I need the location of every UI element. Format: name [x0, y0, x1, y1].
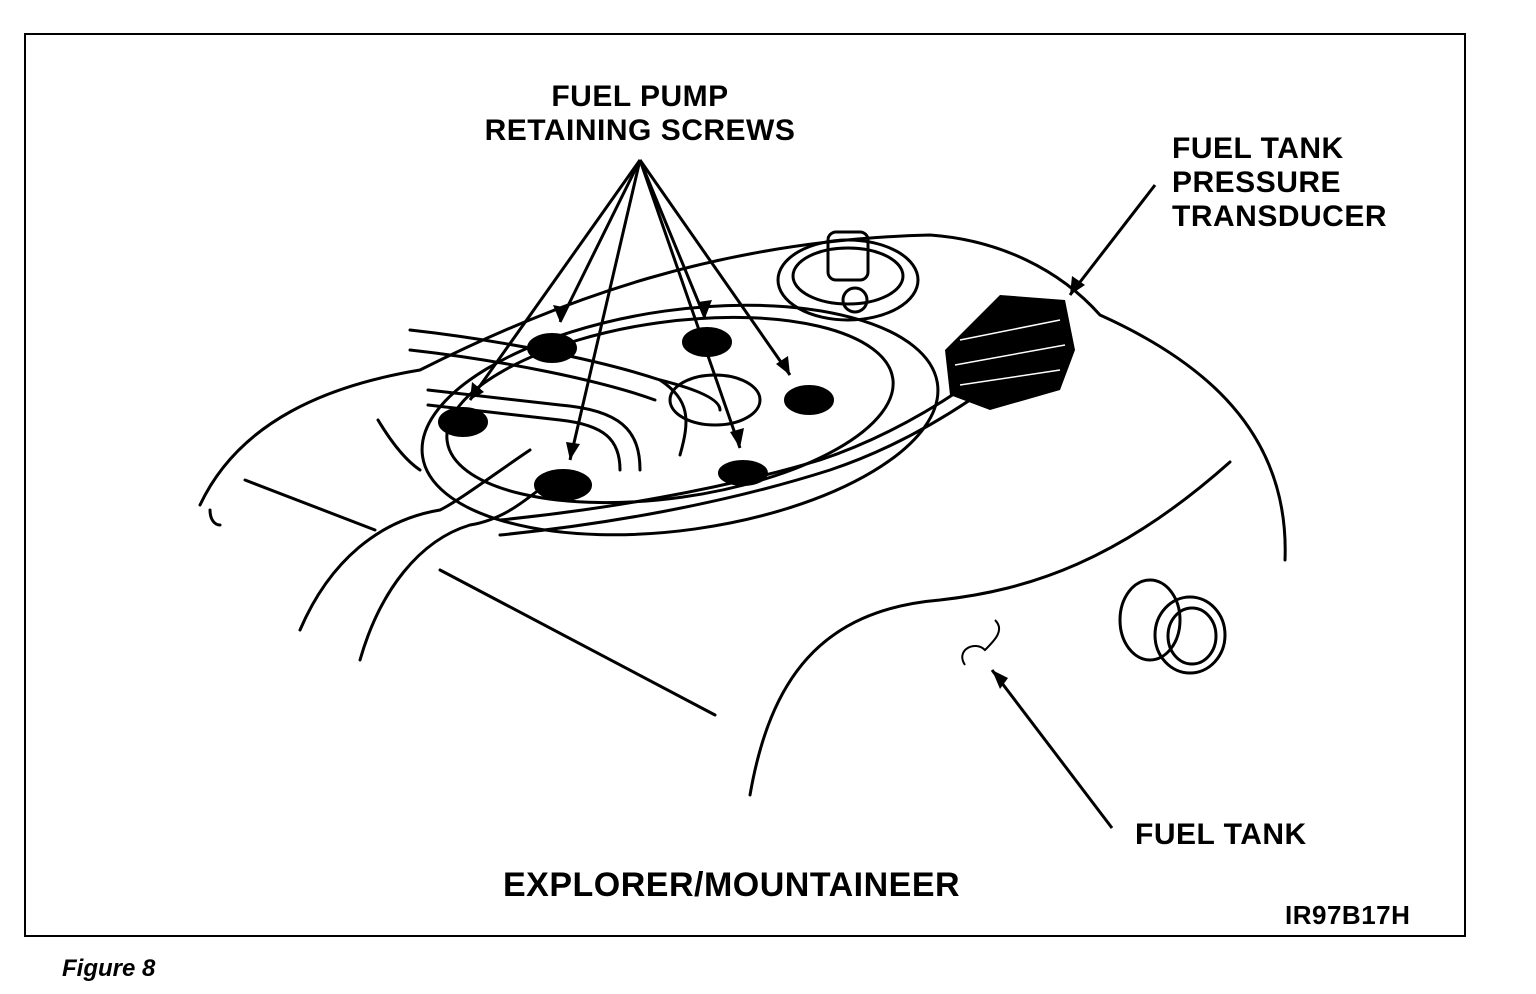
leader-fuel-tank — [990, 669, 1114, 829]
fuel-tank-label: FUEL TANK — [1135, 818, 1307, 851]
fuel-line-elbow — [658, 378, 688, 457]
screws-label-line-1: FUEL PUMP — [551, 80, 729, 113]
pump-ring-outer — [420, 303, 940, 537]
screw-head-3 — [784, 385, 834, 415]
leader-screw-4 — [638, 159, 707, 319]
tank-seam-lower — [438, 568, 717, 717]
screw-head-5 — [534, 469, 592, 501]
tank-seam-left — [243, 478, 377, 532]
pressure-transducer — [945, 295, 1075, 410]
fuel-line-upper — [408, 328, 722, 412]
pump-ring-inner — [445, 315, 895, 505]
tank-outline — [198, 233, 1287, 562]
leader-screw-6 — [638, 159, 742, 449]
leader-transducer — [1068, 184, 1157, 296]
transducer-label-line-2: PRESSURE — [1172, 166, 1342, 199]
leader-screw-5 — [638, 159, 792, 376]
transducer-label-line-3: TRANSDUCER — [1172, 200, 1387, 233]
tank-front-curve — [748, 460, 1232, 797]
harness-wire — [498, 388, 962, 522]
filler-cap — [776, 238, 920, 322]
tank-left-edge — [208, 508, 222, 527]
figure-caption: Figure 8 — [62, 955, 156, 982]
transducer-label-line-1: FUEL TANK — [1172, 132, 1344, 165]
fuel-line-lower — [426, 388, 642, 472]
screws-label-line-2: RETAINING SCREWS — [484, 114, 796, 147]
screw-head-6 — [718, 460, 768, 486]
bulkhead-fitting — [1118, 578, 1182, 662]
tank-bulge — [376, 418, 422, 472]
screw-head-1 — [527, 333, 577, 363]
pressure-transducer-label: FUEL TANK PRESSURE TRANSDUCER — [1172, 132, 1387, 234]
figure-frame — [24, 33, 1466, 937]
illustration-code: IR97B17H — [1285, 900, 1411, 930]
screw-head-4 — [438, 407, 488, 437]
leader-screw-1 — [558, 159, 642, 323]
fuel-tank-pointer-mark — [961, 619, 1001, 666]
leader-screw-3 — [568, 159, 642, 461]
fuel-pump-retaining-screws-label: FUEL PUMP RETAINING SCREWS — [470, 80, 810, 148]
harness-big — [298, 448, 532, 632]
leader-screw-2 — [468, 159, 642, 401]
vehicle-title: EXPLORER/MOUNTAINEER — [503, 866, 961, 904]
